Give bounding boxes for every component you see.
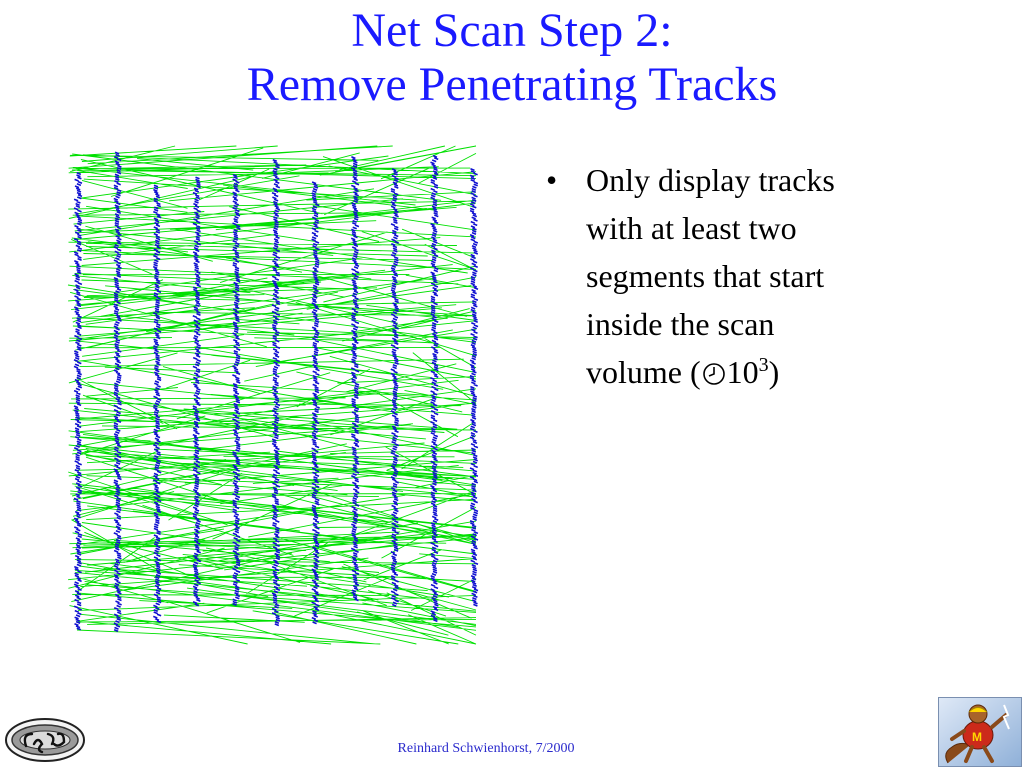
bullet-text: Only display tracks with at least two se… [586, 156, 926, 399]
plate-segment-column [113, 151, 122, 633]
plate-segments [73, 151, 479, 633]
bullet-line-5: volume ( 103) [586, 348, 926, 399]
bullet-line-3: segments that start [586, 258, 825, 294]
bullet-line-5-suffix: ) [768, 354, 780, 390]
plate-segment-column [192, 176, 202, 607]
mascot-logo: M [938, 697, 1022, 767]
plate-segment-column [152, 184, 162, 624]
plate-segment-column [311, 181, 320, 625]
bullet-line-5-number: 10 [726, 354, 759, 390]
title-line-2: Remove Penetrating Tracks [246, 58, 778, 111]
plate-segment-column [469, 168, 479, 607]
plate-segment-column [271, 158, 281, 627]
footer-credit: Reinhard Schwienhorst, 7/2000 [397, 741, 575, 756]
bullet-item: • Only display tracks with at least two … [546, 156, 926, 399]
plate-segment-column [232, 173, 241, 607]
track-line-bundle [67, 145, 477, 645]
bullet-line-5-exponent: 3 [758, 354, 769, 376]
plate-segment-column [390, 168, 400, 607]
track-display-svg [67, 145, 479, 645]
bullet-line-5-prefix: volume ( [586, 354, 701, 390]
clock-icon [702, 351, 726, 399]
bullet-line-2: with at least two [586, 210, 797, 246]
bullet-list: • Only display tracks with at least two … [546, 156, 926, 399]
svg-text:M: M [972, 730, 982, 744]
title-line-1: Net Scan Step 2: [351, 4, 673, 57]
plate-segment-column [350, 156, 360, 602]
plate-segment-column [430, 154, 439, 623]
lab-logo [4, 716, 86, 764]
bullet-line-1: Only display tracks [586, 162, 835, 198]
bullet-line-4: inside the scan [586, 306, 775, 342]
plate-segment-column [73, 172, 83, 631]
bullet-marker: • [546, 162, 558, 198]
track-lines [67, 145, 477, 645]
track-display-image [62, 142, 482, 648]
slide-title: Net Scan Step 2: Remove Penetrating Trac… [0, 4, 1024, 112]
